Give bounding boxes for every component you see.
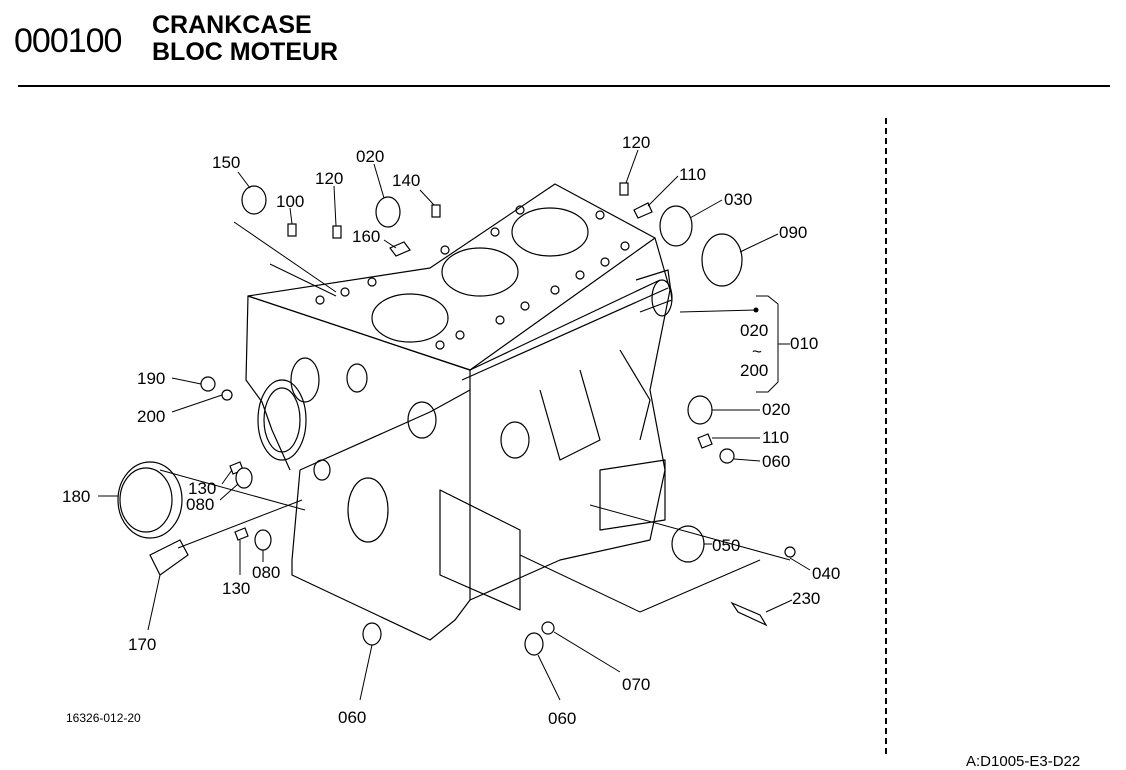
dowel-170 [149,539,189,576]
callout-020: 020 [762,400,790,419]
stud-230 [730,601,768,627]
callout-110: 110 [679,165,706,184]
callout-230: 230 [792,589,820,608]
callout-060: 060 [338,708,366,727]
callout-080: 080 [252,563,280,582]
pin-110b [697,433,713,449]
callout-090: 090 [779,223,807,242]
pin-120b [619,182,629,196]
callout-200: 200 [137,407,165,426]
pin-120a [332,225,342,239]
plug-060a [719,448,735,464]
callout-030: 030 [724,190,752,209]
plug-030 [659,205,693,247]
fitting-160 [389,241,411,257]
callout-120: 120 [315,169,343,188]
plug-020a [375,196,401,228]
washer-200 [221,389,233,401]
range-bracket [756,295,790,393]
callout-060: 060 [762,452,790,471]
callout-040: 040 [812,564,840,583]
title-french: BLOC MOTEUR [152,38,339,66]
dashed-divider [885,118,887,754]
plug-050 [671,525,705,563]
callout-140: 140 [392,171,420,190]
plug-080a [235,467,253,489]
leader-lines [98,149,811,701]
range-anchor-dot [753,307,759,313]
callout-120: 120 [622,133,650,152]
figure-id: 16326-012-20 [66,711,141,725]
range-tilde: ~ [752,342,762,361]
callout-100: 100 [276,192,304,211]
callout-050: 050 [712,536,740,555]
callout-160: 160 [352,227,380,246]
section-title: CRANKCASE BLOC MOTEUR [152,12,338,66]
callout-150: 150 [212,153,240,172]
callout-070: 070 [622,675,650,694]
callout-130: 130 [188,479,216,498]
callout-labels: 150 100 120 020 140 160 120 110 030 090 … [62,133,840,728]
plug-080b [254,529,272,551]
pin-130b [234,527,249,541]
callout-170: 170 [128,635,156,654]
drawing-reference: A:D1005-E3-D22 [966,753,1081,770]
range-from-label: 020 [740,321,768,340]
callout-190: 190 [137,369,165,388]
plug-070 [541,621,555,635]
plug-020b [687,395,713,425]
plug-150 [241,185,267,215]
callout-060: 060 [548,709,576,728]
title-english: CRANKCASE [152,11,312,39]
callout-180: 180 [62,487,90,506]
seal-180-inner [119,467,173,533]
header-rule [18,85,1110,87]
plug-090 [701,233,743,287]
crankcase-block-drawing [245,183,673,641]
exploded-parts [117,182,796,656]
pin-100 [287,223,297,237]
pin-140 [431,204,441,218]
range-parent-label: 010 [790,334,818,353]
plug-040 [784,546,796,558]
pin-110a [633,202,653,219]
bolt-190 [200,376,216,392]
plug-060b [362,622,382,646]
section-code: 000100 [14,22,122,60]
range-to-label: 200 [740,361,768,380]
callout-020: 020 [356,147,384,166]
plug-060c [524,632,544,656]
callout-110: 110 [762,428,789,447]
callout-130: 130 [222,579,250,598]
callout-080: 080 [186,495,214,514]
